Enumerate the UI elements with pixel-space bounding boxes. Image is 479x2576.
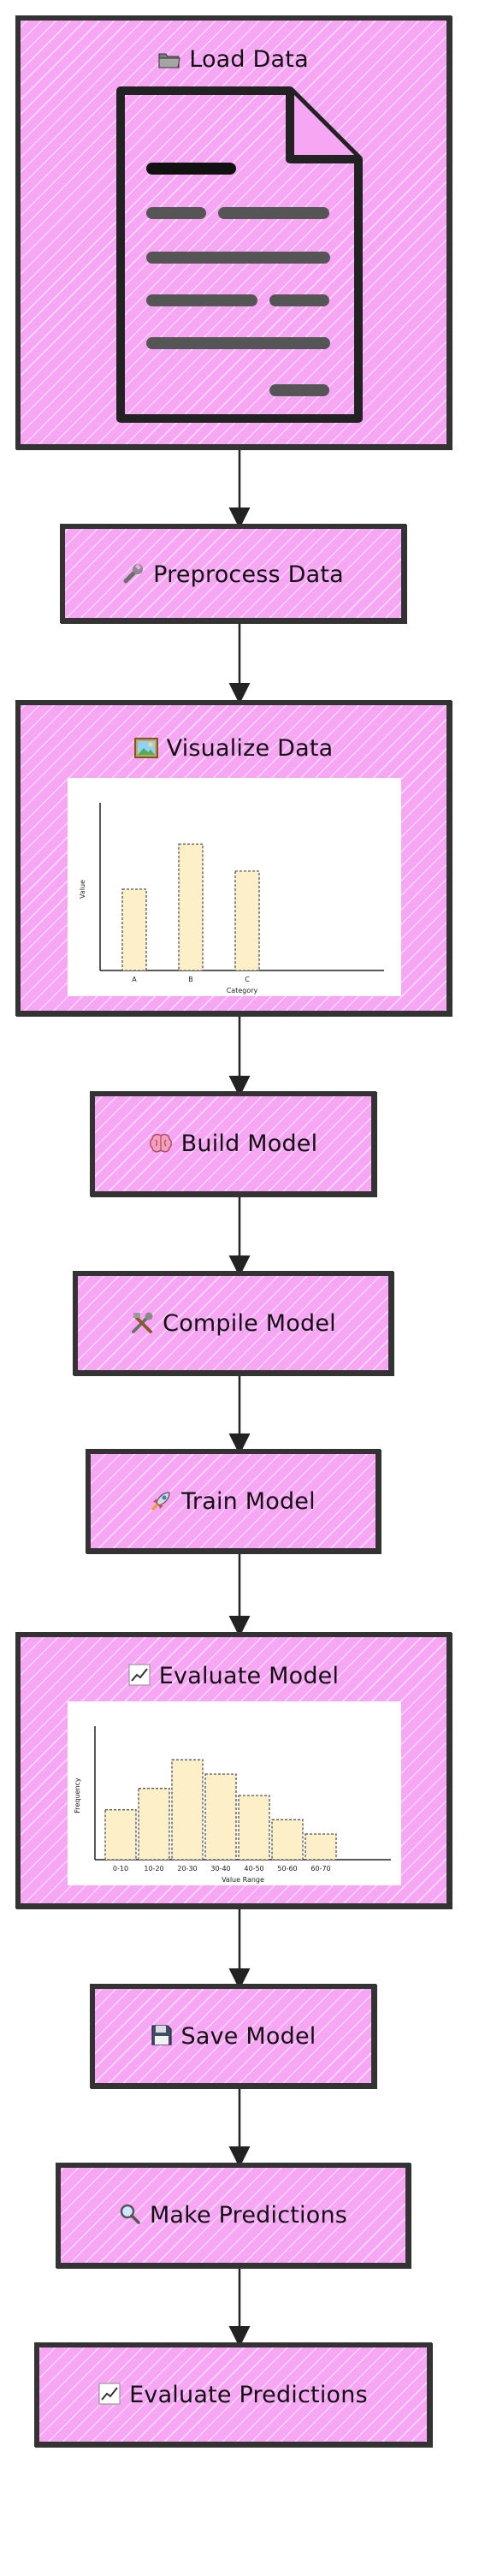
save-model-node: Save Model bbox=[90, 1984, 376, 2088]
train-model-title: Train Model bbox=[91, 1488, 376, 1517]
tick-label-50-60: 50-60 bbox=[277, 1865, 297, 1873]
make-predictions-title: Make Predictions bbox=[61, 2202, 405, 2231]
make-predictions-label: Make Predictions bbox=[149, 2202, 348, 2229]
bar-B bbox=[178, 843, 204, 971]
y-axis-label: Frequency bbox=[74, 1778, 81, 1813]
tick-label-60-70: 60-70 bbox=[310, 1865, 330, 1873]
load-data-node: Load Data bbox=[15, 15, 452, 449]
category-chart-panel: A B C Category Value bbox=[68, 778, 401, 996]
build-model-label: Build Model bbox=[180, 1131, 318, 1157]
tick-label-0-10: 0-10 bbox=[113, 1865, 128, 1873]
save-model-label: Save Model bbox=[180, 2023, 316, 2050]
category-bar-chart: A B C Category Value bbox=[79, 803, 384, 994]
bar-10-20 bbox=[138, 1788, 170, 1861]
make-predictions-node: Make Predictions bbox=[56, 2163, 411, 2268]
tick-label-40-50: 40-50 bbox=[244, 1865, 263, 1873]
preprocess-data-node: Preprocess Data bbox=[60, 524, 406, 623]
preprocess-data-label: Preprocess Data bbox=[153, 561, 344, 588]
train-model-label: Train Model bbox=[181, 1488, 316, 1515]
bar-C bbox=[234, 870, 260, 971]
bar-60-70 bbox=[305, 1833, 337, 1861]
save-model-title: Save Model bbox=[95, 2023, 371, 2052]
magnifier-icon bbox=[119, 2203, 141, 2231]
chart-increasing-icon bbox=[128, 1664, 151, 1692]
evaluate-model-label: Evaluate Model bbox=[158, 1663, 340, 1689]
bar-50-60 bbox=[271, 1819, 304, 1861]
tick-label-10-20: 10-20 bbox=[144, 1865, 163, 1873]
build-model-node: Build Model bbox=[90, 1091, 376, 1196]
brain-icon bbox=[149, 1133, 173, 1160]
build-model-title: Build Model bbox=[95, 1131, 371, 1160]
train-model-node: Train Model bbox=[86, 1449, 381, 1553]
bar-A bbox=[121, 888, 147, 971]
evaluate-predictions-title: Evaluate Predictions bbox=[39, 2382, 427, 2411]
visualize-data-title: Visualize Data bbox=[21, 735, 446, 764]
y-axis-label: Value bbox=[79, 880, 86, 899]
compile-model-title: Compile Model bbox=[78, 1310, 388, 1339]
load-data-label: Load Data bbox=[189, 46, 309, 73]
tick-label-B: B bbox=[188, 976, 193, 983]
bar-30-40 bbox=[204, 1773, 237, 1861]
value-range-histogram: 0-10 10-20 20-30 30-40 40-50 50-60 60-70Value … bbox=[74, 1726, 391, 1884]
evaluate-predictions-label: Evaluate Predictions bbox=[129, 2382, 368, 2408]
tick-label-A: A bbox=[132, 976, 137, 983]
bar-0-10 bbox=[104, 1809, 137, 1861]
rocket-icon bbox=[151, 1489, 173, 1517]
picture-icon bbox=[133, 738, 158, 764]
visualize-data-label: Visualize Data bbox=[166, 735, 334, 762]
tick-label-30-40: 30-40 bbox=[210, 1865, 230, 1873]
chart-increasing-icon bbox=[98, 2383, 121, 2411]
compile-model-label: Compile Model bbox=[163, 1310, 336, 1337]
evaluate-predictions-node: Evaluate Predictions bbox=[34, 2342, 432, 2447]
tools-icon bbox=[130, 1311, 154, 1339]
evaluate-model-node: Evaluate Model 0-10 10-20 20-30 30-40 40-50 5… bbox=[15, 1632, 452, 1908]
tick-label-C: C bbox=[245, 976, 250, 983]
preprocess-data-title: Preprocess Data bbox=[65, 561, 401, 591]
visualize-data-node: Visualize Data A B C Category Value bbox=[15, 700, 452, 1016]
x-axis-label: Category bbox=[227, 987, 258, 994]
floppy-disk-icon bbox=[151, 2024, 173, 2052]
tick-label-20-30: 20-30 bbox=[177, 1865, 197, 1873]
folder-icon bbox=[158, 49, 180, 75]
compile-model-node: Compile Model bbox=[73, 1271, 393, 1375]
document-icon bbox=[116, 86, 363, 423]
bar-40-50 bbox=[238, 1795, 270, 1861]
evaluate-model-title: Evaluate Model bbox=[21, 1663, 446, 1692]
load-data-title: Load Data bbox=[21, 46, 446, 75]
wrench-icon bbox=[122, 562, 145, 591]
bar-20-30 bbox=[171, 1759, 204, 1861]
x-axis-label: Value Range bbox=[222, 1876, 264, 1884]
